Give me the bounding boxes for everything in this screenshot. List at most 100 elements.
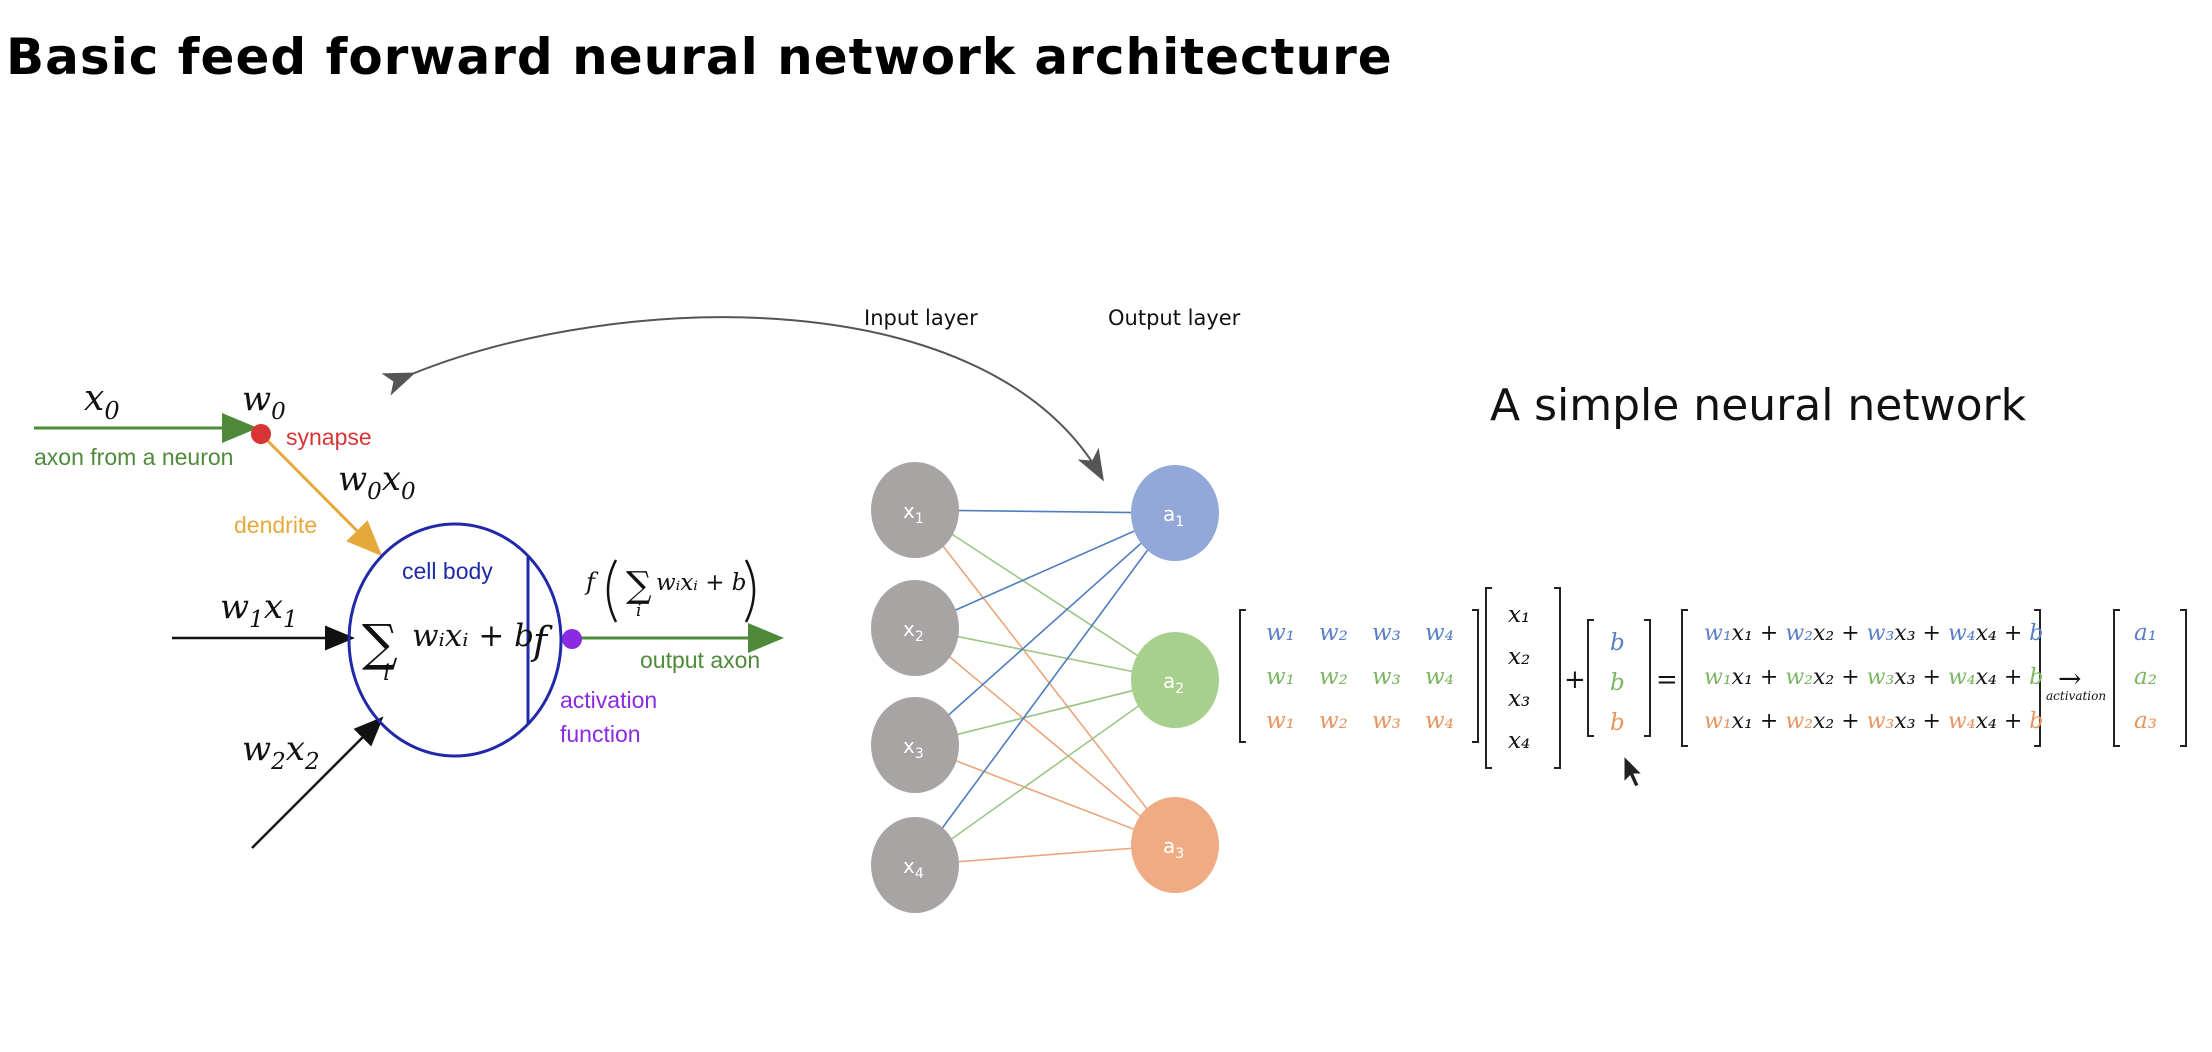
activation-arrow-label: activation <box>2046 689 2106 703</box>
result-vector: w₁x₁ + w₂x₂ + w₃x₃ + w₄x₄ + b w₁x₁ + w₂x₂… <box>1704 621 2043 734</box>
output-node-1: a1 <box>1131 465 1219 561</box>
network-title: A simple neural network <box>1490 380 2027 431</box>
network-edge <box>914 509 1176 846</box>
network-edge <box>914 679 1176 866</box>
synapse-label: synapse <box>286 424 372 450</box>
bias-vector: bbb <box>1610 630 1625 736</box>
weight-matrix-bracket-right <box>1472 609 1479 743</box>
network-nodes: x1 x2 x3 x4 a1 a2 a3 <box>871 462 1219 913</box>
x-vector-bracket-left <box>1485 587 1492 769</box>
bias-cell: b <box>1610 710 1625 736</box>
f-label: f <box>530 619 553 663</box>
weight-cell: w₂ <box>1319 664 1348 690</box>
x-vector-cell: x₂ <box>1508 644 1530 670</box>
output-node-label: a1 <box>1163 502 1184 530</box>
a-vector-bracket-left <box>2113 609 2120 747</box>
cell-body <box>347 522 563 758</box>
x-vector-bracket-right <box>1554 587 1561 769</box>
input-node-2: x2 <box>871 580 959 676</box>
dendrite-arrow <box>259 432 383 557</box>
neuron-diagram: x0 axon from a neuron w0 synapse w0x0 de… <box>34 378 784 849</box>
weight-cell: w₃ <box>1372 664 1401 690</box>
sum-sign: ∑ <box>362 614 398 672</box>
x-vector-cell: x₁ <box>1508 602 1530 628</box>
output-node-label: a3 <box>1163 834 1184 862</box>
output-node-label: a2 <box>1163 669 1184 697</box>
network-edge <box>914 512 1176 746</box>
link-curve-arrow <box>381 316 1104 482</box>
result-row: w₁x₁ + w₂x₂ + w₃x₃ + w₄x₄ + b <box>1704 709 2043 734</box>
x-vector-cell: x₃ <box>1508 686 1530 712</box>
weight-cell: w₁ <box>1266 708 1295 734</box>
weight-cell: w₄ <box>1425 664 1454 690</box>
result-row: w₁x₁ + w₂x₂ + w₃x₃ + w₄x₄ + b <box>1704 665 2043 690</box>
svg-text:wᵢxᵢ + b: wᵢxᵢ + b <box>656 570 747 596</box>
network-edge <box>914 509 1176 681</box>
svg-text:∑: ∑ <box>626 565 652 606</box>
bias-bracket-left <box>1587 619 1594 737</box>
network-diagram: Input layer Output layer A simple neural… <box>864 306 2027 913</box>
bias-cell: b <box>1610 630 1625 656</box>
svg-text:i: i <box>636 601 641 621</box>
weight-matrix-bracket-left <box>1239 609 1246 743</box>
input-node-label: x3 <box>903 734 924 762</box>
network-edge <box>914 512 1176 629</box>
input-node-4: x4 <box>871 817 959 913</box>
input-node-label: x1 <box>903 499 924 527</box>
mouse-cursor-icon <box>1623 754 1644 788</box>
w0x0-label: w0x0 <box>338 459 416 505</box>
page-title: Basic feed forward neural network archit… <box>6 28 1393 86</box>
cell-body-label: cell body <box>402 558 493 584</box>
activation-label-1: activation <box>560 687 657 713</box>
output-node-3: a3 <box>1131 797 1219 893</box>
w1x1-label: w1x1 <box>220 587 298 633</box>
result-row: w₁x₁ + w₂x₂ + w₃x₃ + w₄x₄ + b <box>1704 621 2043 646</box>
weight-cell: w₃ <box>1372 620 1401 646</box>
weight-cell: w₂ <box>1319 708 1348 734</box>
network-edge <box>914 679 1176 746</box>
dendrite-label: dendrite <box>234 512 317 538</box>
network-edge <box>914 512 1176 866</box>
bias-cell: b <box>1610 670 1625 696</box>
synapse-dot <box>251 424 271 444</box>
weight-cell: w₄ <box>1425 708 1454 734</box>
input-arrow-w2x2 <box>251 716 384 849</box>
network-edge <box>914 627 1176 846</box>
a-vector-bracket-right <box>2180 609 2187 747</box>
input-node-label: x2 <box>903 617 924 645</box>
sum-index: i <box>383 661 390 686</box>
weight-cell: w₃ <box>1372 708 1401 734</box>
sum-body: wᵢxᵢ + b <box>412 618 534 654</box>
axon-label: axon from a neuron <box>34 444 233 470</box>
svg-text:f: f <box>584 568 599 596</box>
input-node-3: x3 <box>871 697 959 793</box>
plus-sign: + <box>1564 665 1586 695</box>
x-vector: x₁ x₂ x₃ x₄ <box>1508 602 1530 754</box>
output-formula: f ∑ i wᵢxᵢ + b <box>584 559 756 623</box>
weight-cell: w₁ <box>1266 664 1295 690</box>
a-vector-cell: a₁ <box>2134 620 2157 646</box>
a-vector-cell: a₃ <box>2134 708 2157 734</box>
activation-label-2: function <box>560 721 641 747</box>
equals-sign: = <box>1656 665 1678 695</box>
activation-arrow: → <box>2058 662 2081 695</box>
network-edge <box>914 744 1176 846</box>
weight-cell: w₄ <box>1425 620 1454 646</box>
output-axon-label: output axon <box>640 647 760 673</box>
network-edge <box>914 627 1176 681</box>
input-node-1: x1 <box>871 462 959 558</box>
input-layer-label: Input layer <box>864 306 978 330</box>
a-vector-cell: a₂ <box>2134 664 2157 690</box>
result-bracket-left <box>1681 609 1688 747</box>
input-node-label: x4 <box>903 854 924 882</box>
w0-label: w0 <box>242 379 286 425</box>
x0-label: x0 <box>84 378 120 425</box>
weight-cell: w₂ <box>1319 620 1348 646</box>
activation-dot <box>562 629 582 649</box>
x-vector-cell: x₄ <box>1508 728 1530 754</box>
a-vector: a₁ a₂ a₃ <box>2134 620 2157 734</box>
result-bracket-right <box>2034 609 2041 747</box>
